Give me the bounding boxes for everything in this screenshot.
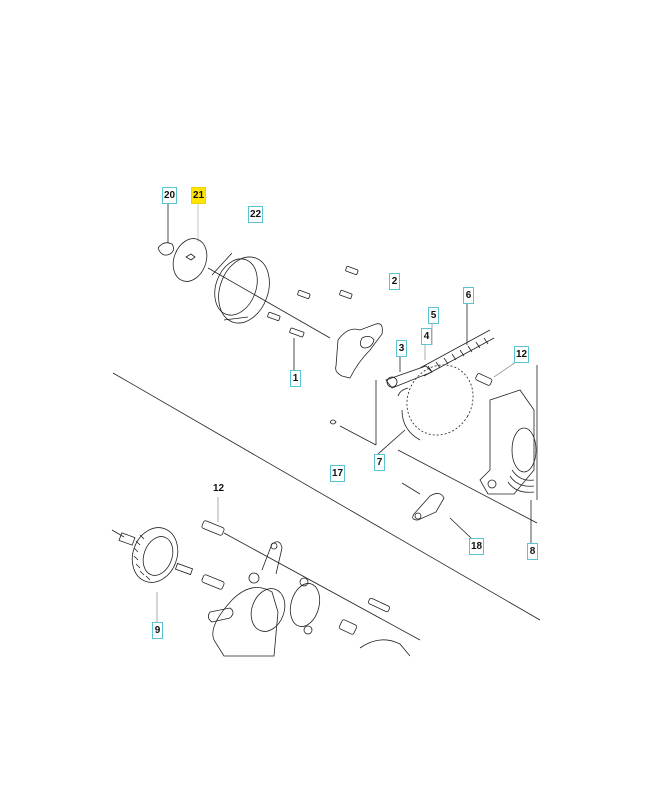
housing-tab [208, 607, 234, 623]
callout-8[interactable]: 8 [527, 543, 538, 560]
axis-line [397, 449, 538, 524]
brake-band-edge [397, 387, 421, 441]
flange-hole [299, 577, 309, 587]
callout-2[interactable]: 2 [389, 273, 400, 290]
spring-coils [427, 337, 489, 373]
callout-3[interactable]: 3 [396, 340, 407, 357]
screw-part [368, 597, 390, 613]
callout-20[interactable]: 20 [162, 187, 178, 204]
callout-17[interactable]: 17 [330, 465, 346, 482]
callout-7[interactable]: 7 [374, 454, 385, 471]
callout-22[interactable]: 22 [248, 206, 264, 223]
leader-18 [449, 517, 472, 539]
pin-part [338, 619, 358, 635]
gear-part [131, 527, 179, 583]
circlip-part [157, 242, 174, 256]
housing-ribs [507, 469, 535, 493]
housing-boss [248, 572, 260, 584]
callout-6[interactable]: 6 [463, 287, 474, 304]
gear-stub [174, 562, 194, 576]
washer-part [172, 238, 208, 282]
gear-teeth [133, 534, 151, 581]
bracket-part [412, 493, 445, 521]
gasket-plate-part [335, 323, 383, 379]
e-clip-part [329, 419, 337, 425]
shaft-line [111, 529, 125, 538]
gear-shaft [118, 532, 136, 546]
axis-line [401, 482, 421, 495]
arm-hole [270, 542, 278, 550]
pinion-part [359, 639, 411, 657]
lower-housing-bore [250, 588, 286, 632]
brake-band-part [406, 364, 474, 436]
gear-hub [142, 536, 174, 576]
callout-5[interactable]: 5 [428, 307, 439, 324]
lower-housing-part [212, 587, 279, 657]
housing-bore [511, 427, 537, 473]
lever-part [385, 365, 433, 389]
callout-12-upper[interactable]: 12 [514, 346, 530, 363]
lever-pivot [386, 376, 398, 388]
screw-part [267, 265, 359, 338]
screw-12-part [201, 520, 225, 536]
screw-part [201, 574, 225, 590]
spring-part [419, 329, 495, 377]
callout-21-highlighted[interactable]: 21 [191, 187, 207, 204]
callout-12-lower: 12 [211, 480, 227, 497]
separator-line [112, 372, 541, 621]
lower-housing-arm [261, 541, 283, 575]
bracket-hole [414, 512, 422, 520]
housing-hole [487, 479, 497, 489]
leader-7c [339, 425, 377, 446]
flange-part [289, 583, 321, 627]
clutch-drum-inner [214, 258, 258, 316]
leader-7 [377, 429, 406, 455]
shaft-line [223, 532, 421, 641]
leader-12a [493, 361, 517, 378]
washer-hole [185, 253, 196, 261]
clutch-drum-edge [211, 252, 249, 321]
callout-18[interactable]: 18 [469, 538, 485, 555]
shaft-line [207, 267, 331, 339]
callout-9[interactable]: 9 [152, 622, 163, 639]
flange-hole [303, 625, 313, 635]
callout-1[interactable]: 1 [290, 370, 301, 387]
brake-housing-part [479, 389, 535, 495]
callout-4[interactable]: 4 [421, 328, 432, 345]
screw-12-part [475, 373, 493, 386]
gasket-hole [360, 336, 375, 349]
clutch-drum-part [218, 256, 270, 324]
